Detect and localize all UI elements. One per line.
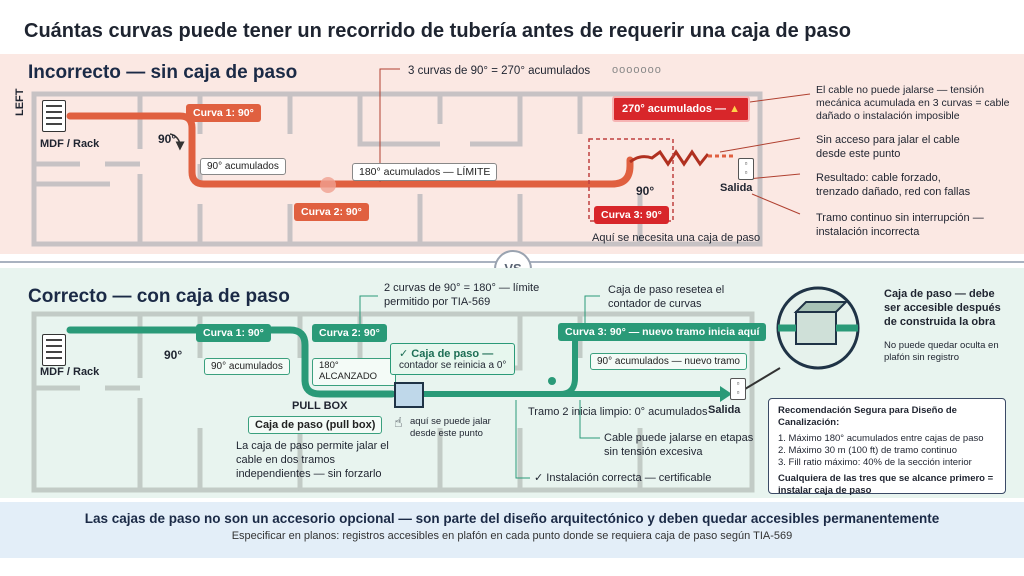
angle1-bottom: 90°: [164, 348, 183, 362]
exit-bottom: Salida: [708, 404, 741, 416]
curve1-tag-top: Curva 1: 90°: [186, 104, 261, 122]
pull-here-note: aquí se puede jalar desde este punto: [410, 416, 491, 439]
angle1-top: 90°: [158, 132, 177, 146]
acc90-bottom: 90° acumulados: [204, 358, 290, 375]
left-label: LEFT: [14, 88, 26, 117]
footer-sub: Especificar en planos: registros accesib…: [231, 530, 793, 542]
box-resets-counter: Caja de paso resetea el contador de curv…: [608, 284, 725, 310]
pull-explain: La caja de paso permite jalar el cable e…: [236, 440, 389, 480]
rack-label-bottom: MDF / Rack: [40, 366, 100, 378]
angle3-top: 90°: [636, 184, 655, 198]
acc180-top: 180° acumulados — LÍMITE: [352, 163, 498, 181]
spiral-icon: ooooooo: [612, 64, 662, 76]
curves-note-bottom: 2 curvas de 90° = 180° — límite permitid…: [384, 282, 540, 308]
reached-180: 180° ALCANZADO: [312, 358, 396, 386]
box-reset-title: ✓ Caja de paso —: [399, 348, 494, 360]
curve3-tag-bottom: Curva 3: 90° — nuevo tramo inicia aquí: [558, 323, 767, 341]
curve2-tag-bottom: Curva 2: 90°: [312, 324, 387, 342]
access-sub: No puede quedar oculta en plafón sin reg…: [884, 340, 999, 363]
note-tension: El cable no puede jalarse — tensión mecá…: [816, 84, 1010, 123]
alert-270: 270° acumulados — ▲: [612, 96, 751, 122]
warning-icon: ▲: [729, 103, 741, 115]
recommendation-title: Recomendación Segura para Diseño de Cana…: [778, 405, 957, 429]
hand-icon: ☝: [394, 414, 403, 430]
page-title: Cuántas curvas puede tener un recorrido …: [24, 20, 851, 42]
curve1-tag-bottom: Curva 1: 90°: [196, 324, 271, 342]
exit-top: Salida: [720, 182, 753, 194]
note-result: Resultado: cable forzado, trenzado dañad…: [816, 172, 971, 198]
rack-icon-bottom: [42, 334, 66, 366]
outlet-icon-top: ▫▫: [738, 158, 754, 180]
certified-note: ✓ Instalación correcta — certificable: [534, 472, 712, 484]
correct-cable-1: [66, 326, 396, 398]
need-box-note: Aquí se necesita una caja de paso: [592, 232, 761, 244]
incorrect-panel: [0, 54, 1024, 254]
recommendation-item-1: 1. Máximo 180° acumulados entre cajas de…: [778, 432, 984, 444]
rack-icon: [42, 100, 66, 132]
rack-label-top: MDF / Rack: [40, 138, 100, 150]
recommendation-item-2: 2. Máximo 30 m (100 ft) de tramo continu…: [778, 445, 957, 457]
footer: [0, 502, 1024, 558]
alert-270-text: 270° acumulados —: [622, 103, 727, 115]
note-access: Sin acceso para jalar el cable desde est…: [816, 134, 960, 160]
box-reset-sub: contador se reinicia a 0°: [399, 360, 507, 371]
pullbox-zoom-icon: [739, 286, 860, 393]
incorrect-cable: [66, 112, 634, 188]
recommendation-item-3: 3. Fill ratio máximo: 40% de la sección …: [778, 457, 972, 469]
outlet-icon-bottom: ▫▫: [730, 378, 746, 400]
curves-note-top: 3 curvas de 90° = 270° acumulados: [408, 65, 591, 77]
stretch2-note: Tramo 2 inicia limpio: 0° acumulados: [528, 406, 708, 418]
pull-box-tag: Caja de paso (pull box): [248, 416, 383, 434]
acc-new-tramo: 90° acumulados — nuevo tramo: [590, 353, 747, 370]
correct-floorplan: [31, 286, 860, 493]
cable-stages-note: Cable puede jalarse en etapas sin tensió…: [604, 432, 754, 458]
curve3-tag-top: Curva 3: 90°: [594, 206, 669, 224]
pull-box-label: PULL BOX: [292, 400, 348, 412]
box-reset-callout: ✓ Caja de paso — contador se reinicia a …: [390, 343, 516, 375]
curve2-tag-top: Curva 2: 90°: [294, 203, 369, 221]
recommendation-conclusion: Cualquiera de las tres que se alcance pr…: [778, 472, 994, 497]
acc90-top: 90° acumulados: [200, 158, 286, 175]
recommendation-box: Recomendación Segura para Diseño de Cana…: [768, 398, 1006, 496]
access-title: Caja de paso — debe ser accesible despué…: [884, 288, 1001, 328]
incorrect-heading: Incorrecto — sin caja de paso: [28, 62, 298, 83]
footer-main: Las cajas de paso no son un accesorio op…: [84, 511, 940, 526]
note-continuous: Tramo continuo sin interrupción — instal…: [816, 212, 984, 238]
pull-box-icon: [394, 382, 424, 408]
correct-heading: Correcto — con caja de paso: [28, 286, 290, 307]
